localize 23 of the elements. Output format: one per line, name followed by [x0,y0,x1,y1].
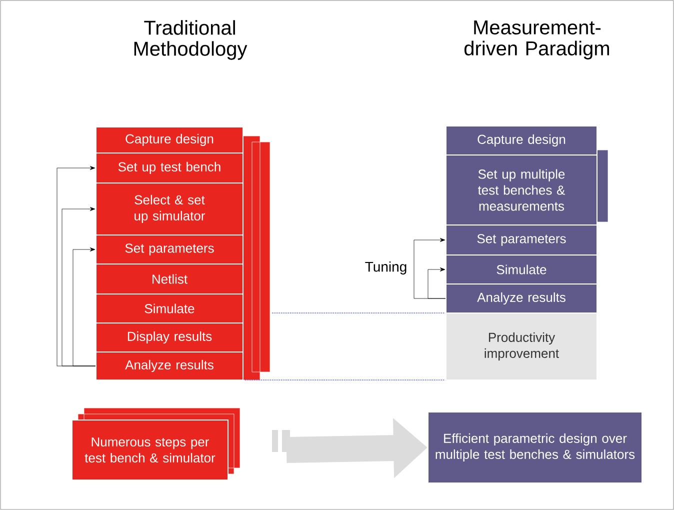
step-box: Select & set up simulator [96,182,244,236]
step-box: Analyze results [96,351,244,380]
step-box: Display results [96,322,244,352]
step-box: Capture design [446,126,598,156]
step-box: Set up test bench [96,152,244,184]
step-box: Netlist [96,264,244,294]
hatched-box: Productivity improvement [446,312,598,380]
column-title: Measurement-driven Paradigm [464,20,609,60]
step-box: Simulate [96,293,244,324]
feedback-arrow [72,247,96,366]
feedback-arrow [62,207,96,366]
step-box: Analyze results [446,283,598,314]
step-box: Set parameters [446,224,598,256]
step-box: Simulate [446,254,598,284]
stacked-box: Numerous steps per test bench & simulator [72,408,240,480]
step-box: Efficient parametric design over multiple test benches & simulators [428,411,642,484]
side-label: Tuning [365,261,406,274]
step-box: Set parameters [96,234,244,264]
feedback-arrow [414,238,446,299]
feedback-arrow [428,267,446,299]
feedback-arrow [56,166,96,366]
column-title: Traditional Methodology [134,20,248,60]
step-box: Capture design [96,126,244,154]
